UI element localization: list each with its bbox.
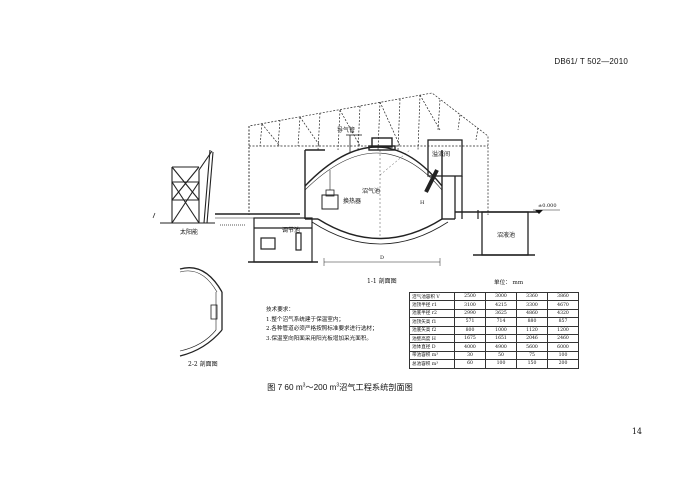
- table-cell: 2046: [516, 333, 548, 344]
- table-cell: 3000: [485, 291, 517, 302]
- section-22: [179, 267, 223, 357]
- table-cell: 1120: [516, 325, 548, 335]
- table-row-label: 池顶半径 r1: [409, 300, 455, 310]
- table-cell: 4670: [547, 300, 579, 310]
- label-ground-level: ±0.000: [538, 203, 557, 209]
- table-cell: 30: [454, 350, 486, 361]
- table-cell: 880: [516, 317, 548, 327]
- table-cell: 800: [454, 325, 486, 335]
- solar-collector: [160, 149, 215, 224]
- technical-notes: 技术要求： 1.整个沼气系统建于保温室内； 2.各种管道必须严格按照标准要求进行…: [266, 306, 378, 344]
- digester-tank: [304, 137, 455, 245]
- caption-prefix: 图 7 60 m: [267, 383, 303, 392]
- label-section-22: 2-2 剖面图: [188, 360, 218, 368]
- table-cell: 4320: [547, 308, 579, 319]
- page-number: 14: [631, 427, 642, 436]
- table-row-label: 沼气池容积 V: [409, 291, 455, 302]
- figure-caption: 图 7 60 m3～200 m3沼气工程系统剖面图: [0, 381, 680, 393]
- label-heat-exchanger: 换热器: [343, 197, 361, 205]
- table-cell: 100: [485, 359, 517, 369]
- table-cell: 1651: [485, 333, 517, 344]
- table-cell: 2460: [547, 333, 579, 344]
- table-cell: 60: [454, 359, 486, 369]
- label-slurry-pool: 沼液池: [497, 231, 515, 239]
- label-solar: 太阳能: [180, 228, 198, 236]
- caption-mid: ～200 m: [305, 383, 337, 392]
- table-row-label: 总池容积 m³: [409, 359, 455, 369]
- note-item: 1.整个沼气系统建于保温室内；: [266, 316, 345, 323]
- caption-sup: 3: [302, 382, 306, 389]
- table-cell: 3300: [516, 300, 548, 310]
- greenhouse-frame: [248, 92, 489, 215]
- note-item: 3.保温室向阳面采用阳光板增加采光面积。: [266, 335, 373, 342]
- table-cell: 150: [516, 359, 548, 369]
- table-cell: 4900: [485, 342, 517, 352]
- label-section-11: 1-1 剖面图: [367, 277, 397, 285]
- table-cell: 571: [454, 317, 486, 327]
- unit-label: 单位： mm: [494, 280, 524, 286]
- table-cell: 5600: [516, 342, 548, 352]
- table-cell: 3360: [516, 291, 548, 302]
- table-cell: 2500: [454, 291, 486, 302]
- table-cell: 857: [547, 317, 579, 327]
- notes-title: 技术要求：: [266, 307, 294, 313]
- slurry-pool: [473, 211, 535, 256]
- table-cell: 3100: [454, 300, 486, 310]
- table-cell: 1000: [485, 325, 517, 335]
- table-row-label: 带池容积 m³: [409, 350, 455, 361]
- table-cell: 200: [547, 359, 579, 369]
- label-outlet-room: 溢流间: [432, 150, 450, 158]
- table-cell: 714: [485, 317, 517, 327]
- table-row-label: 池体直径 D: [409, 342, 455, 352]
- table-cell: 50: [485, 350, 517, 361]
- label-gas-pipe: 导气管: [337, 126, 355, 134]
- table-row-label: 池壁高度 H: [409, 333, 455, 344]
- caption-suffix: 沼气工程系统剖面图: [339, 383, 413, 392]
- table-cell: 3625: [485, 308, 517, 319]
- label-dim-h: H: [420, 200, 425, 206]
- table-row-label: 池顶矢高 f1: [409, 317, 455, 327]
- label-regulation-pool: 调节池: [282, 226, 300, 234]
- table-cell: 4215: [485, 300, 517, 310]
- table-row-label: 池底矢高 f2: [409, 325, 455, 335]
- table-cell: 75: [516, 350, 548, 361]
- note-item: 2.各种管道必须严格按照标准要求进行选材；: [266, 326, 378, 332]
- table-cell: 1200: [547, 325, 579, 335]
- label-dim-d: D: [380, 255, 384, 261]
- table-cell: 2990: [454, 308, 486, 319]
- regulation-pool: [248, 217, 318, 263]
- table-row-label: 池底半径 r2: [409, 308, 455, 319]
- table-cell: 1675: [454, 333, 486, 344]
- standard-code: DB61/ T 502—2010: [554, 57, 628, 66]
- label-gas-tank: 沼气池: [362, 187, 380, 195]
- caption-sup: 3: [336, 382, 340, 389]
- table-cell: 6000: [547, 342, 579, 352]
- table-cell: 4000: [454, 342, 486, 352]
- table-cell: 3860: [547, 291, 579, 302]
- table-cell: 100: [547, 350, 579, 361]
- table-cell: 4860: [516, 308, 548, 319]
